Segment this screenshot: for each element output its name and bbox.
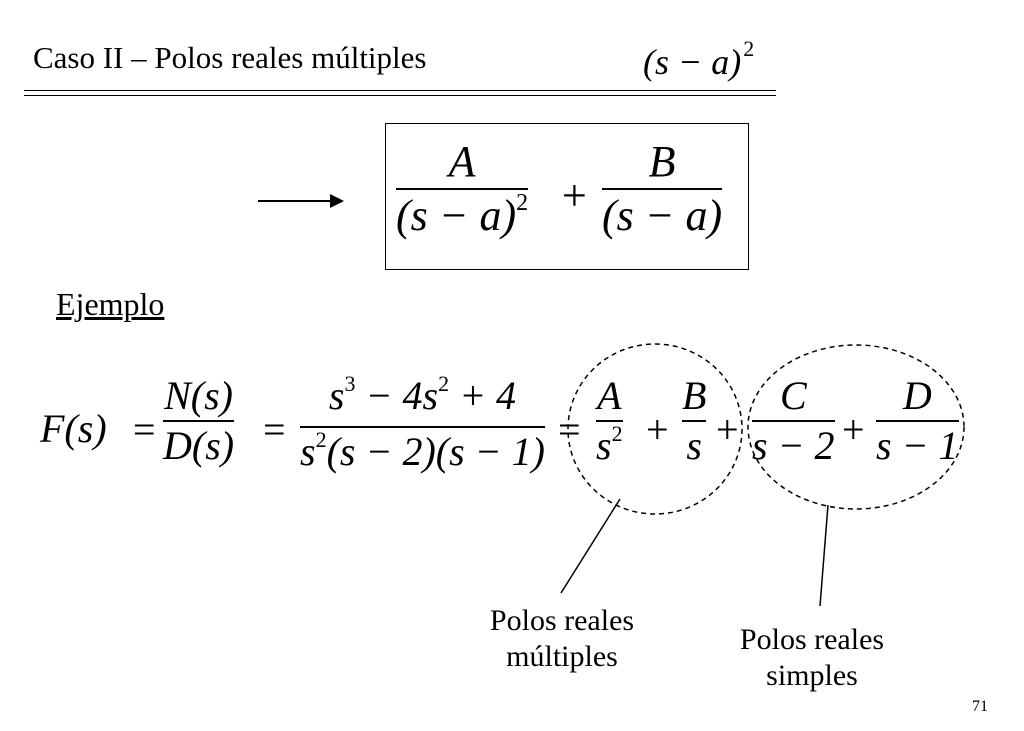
box-fraction-1-denominator: (s − a)2 <box>396 190 528 249</box>
title-rule-bottom <box>24 95 776 96</box>
equals-sign: = <box>558 407 581 452</box>
fraction-bar <box>876 420 959 422</box>
term-c-over-s-minus-2: C s − 2 <box>752 372 835 470</box>
plus-sign: + <box>716 407 739 452</box>
den-term-b: (s − 2)(s − 1) <box>326 429 545 474</box>
ellipse-multiple-poles <box>567 343 743 515</box>
num-term-b: − 4s <box>355 373 439 418</box>
example-label: Ejemplo <box>56 286 165 322</box>
fraction-polynomial-numerator: s3 − 4s2 + 4 <box>328 371 517 426</box>
num-term-a: s <box>328 373 345 418</box>
caption-multiple-line-1: Polos reales <box>489 604 635 637</box>
fraction-n-over-d-numerator: N(s) <box>164 373 233 418</box>
num-term-a-exponent: 3 <box>344 371 356 396</box>
term-c-denominator: s − 2 <box>752 423 835 468</box>
term-a-denominator-text: s <box>596 423 612 468</box>
term-d-numerator: D <box>902 373 932 418</box>
term-c-numerator: C <box>779 373 807 418</box>
term-a-exponent: 2 <box>611 421 623 446</box>
caption-simple-line-1: Polos reales <box>739 623 885 656</box>
den-term-a: s <box>300 429 316 474</box>
term-b-denominator: s <box>686 423 702 468</box>
term-a-numerator: A <box>597 373 622 418</box>
term-b-numerator: B <box>682 373 707 418</box>
num-term-b-exponent: 2 <box>438 371 450 396</box>
fraction-bar <box>596 420 623 422</box>
pointer-line-simple <box>819 504 829 607</box>
fraction-bar <box>682 420 707 422</box>
fraction-polynomial: s3 − 4s2 + 4 s2(s − 2)(s − 1) <box>300 371 545 482</box>
equation-lhs: F(s) <box>40 406 107 451</box>
num-term-c: + 4 <box>449 373 517 418</box>
term-a-over-s2: A s2 <box>596 372 623 476</box>
title-rule-top <box>24 90 776 91</box>
equals-sign: = <box>133 407 156 452</box>
den-term-a-exponent: 2 <box>315 427 327 452</box>
plus-sign: + <box>842 407 865 452</box>
caption-multiple-line-2: múltiples <box>506 640 618 673</box>
fraction-bar <box>396 188 529 190</box>
term-b-over-s: B s <box>682 372 707 470</box>
slide-title: Caso II – Polos reales múltiples <box>33 40 427 75</box>
plus-sign: + <box>646 407 669 452</box>
decomposition-box: A (s − a)2 + B (s − a) <box>385 123 749 270</box>
pointer-line-multiple <box>560 498 621 594</box>
header-expression-base: (s − a) <box>643 42 742 82</box>
box-fraction-2-numerator: B <box>648 137 676 186</box>
box-fraction-1-numerator: A <box>448 137 476 186</box>
term-a-denominator: s2 <box>596 421 623 476</box>
header-expression-exponent: 2 <box>743 36 755 61</box>
caption-simple-line-2: simples <box>766 659 858 692</box>
header-expression: (s − a)2 <box>643 36 754 87</box>
fraction-bar <box>163 420 235 422</box>
fraction-n-over-d: N(s) D(s) <box>163 372 235 470</box>
fraction-bar <box>602 188 723 190</box>
caption-simple-poles: Polos reales simples <box>712 622 912 694</box>
ellipse-simple-poles <box>747 344 965 510</box>
arrow-right-icon <box>330 194 344 208</box>
fraction-n-over-d-denominator: D(s) <box>163 423 235 468</box>
term-d-denominator: s − 1 <box>876 423 959 468</box>
equals-sign: = <box>263 407 286 452</box>
fraction-polynomial-denominator: s2(s − 2)(s − 1) <box>300 427 545 482</box>
box-fraction-1-denominator-text: (s − a) <box>396 191 517 240</box>
box-fraction-1-exponent: 2 <box>516 190 529 216</box>
box-fraction-2: B (s − a) <box>602 136 723 242</box>
term-d-over-s-minus-1: D s − 1 <box>876 372 959 470</box>
fraction-bar <box>752 420 835 422</box>
fraction-bar <box>300 426 545 428</box>
box-fraction-2-denominator: (s − a) <box>602 191 723 240</box>
plus-sign: + <box>562 171 587 220</box>
box-fraction-1: A (s − a)2 <box>396 136 529 249</box>
arrow-line <box>258 200 338 202</box>
page-number: 71 <box>972 698 988 715</box>
caption-multiple-poles: Polos reales múltiples <box>462 603 662 675</box>
